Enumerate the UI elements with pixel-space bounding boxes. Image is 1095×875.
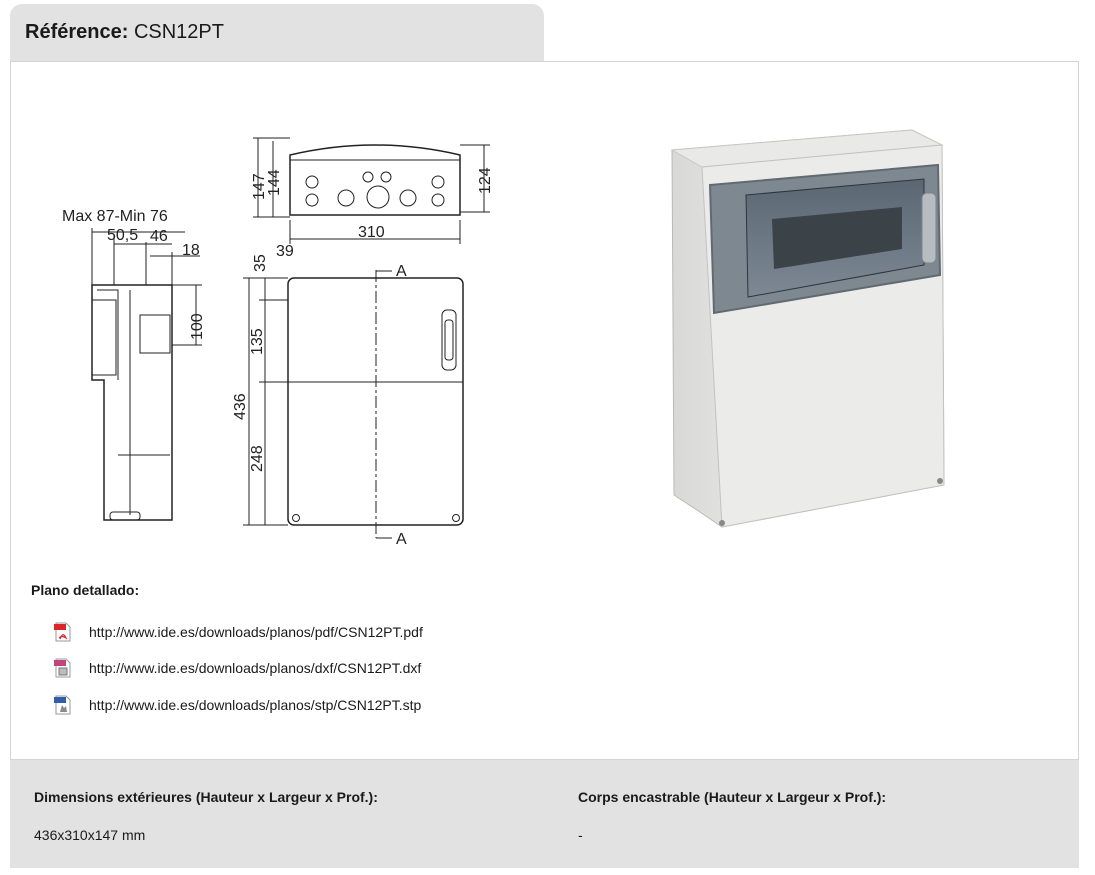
plano-title: Plano detallado: [31,582,140,598]
dxf-link[interactable]: http://www.ide.es/downloads/planos/dxf/C… [89,660,422,676]
pdf-link[interactable]: http://www.ide.es/downloads/planos/pdf/C… [89,624,423,640]
dim-436: 436 [232,393,249,420]
front-view [243,270,464,539]
pdf-file-icon [54,622,71,642]
recessed-body-value: - [578,827,583,843]
dim-35: 35 [252,254,269,272]
section-a-top: A [396,263,407,280]
dim-144: 144 [266,169,283,196]
pdf-link-row[interactable]: http://www.ide.es/downloads/planos/pdf/C… [52,621,423,643]
dim-310: 310 [358,224,385,241]
dim-124: 124 [477,167,494,194]
recessed-body-heading: Corps encastrable (Hauteur x Largeur x P… [578,789,887,805]
dim-max-min: Max 87-Min 76 [62,208,168,225]
specs-footer: Dimensions extérieures (Hauteur x Largeu… [10,760,1079,868]
section-a-bottom: A [396,531,407,548]
side-view [91,228,202,521]
outer-dimensions-heading: Dimensions extérieures (Hauteur x Largeu… [34,789,378,805]
reference-value: CSN12PT [133,21,224,43]
dim-46: 46 [150,228,168,245]
outer-dimensions-value: 436x310x147 mm [34,827,146,843]
dim-248: 248 [249,445,266,472]
top-view [253,137,490,244]
dim-18: 18 [182,242,200,259]
dim-135: 135 [249,328,266,355]
dim-50-5: 50,5 [107,227,138,244]
product-photo [670,129,945,528]
reference-label: Référence: [25,21,129,43]
stp-link-row[interactable]: http://www.ide.es/downloads/planos/stp/C… [52,694,421,716]
dim-147: 147 [251,173,268,200]
stp-link[interactable]: http://www.ide.es/downloads/planos/stp/C… [89,697,422,713]
dxf-link-row[interactable]: http://www.ide.es/downloads/planos/dxf/C… [52,657,421,679]
reference-tab: Référence: CSN12PT [10,4,544,62]
technical-drawing: Max 87-Min 76 50,5 46 18 100 147 144 124… [62,137,494,548]
stp-file-icon [54,695,71,715]
dim-100: 100 [189,313,206,340]
dim-39: 39 [276,243,294,260]
dxf-file-icon [54,658,71,678]
